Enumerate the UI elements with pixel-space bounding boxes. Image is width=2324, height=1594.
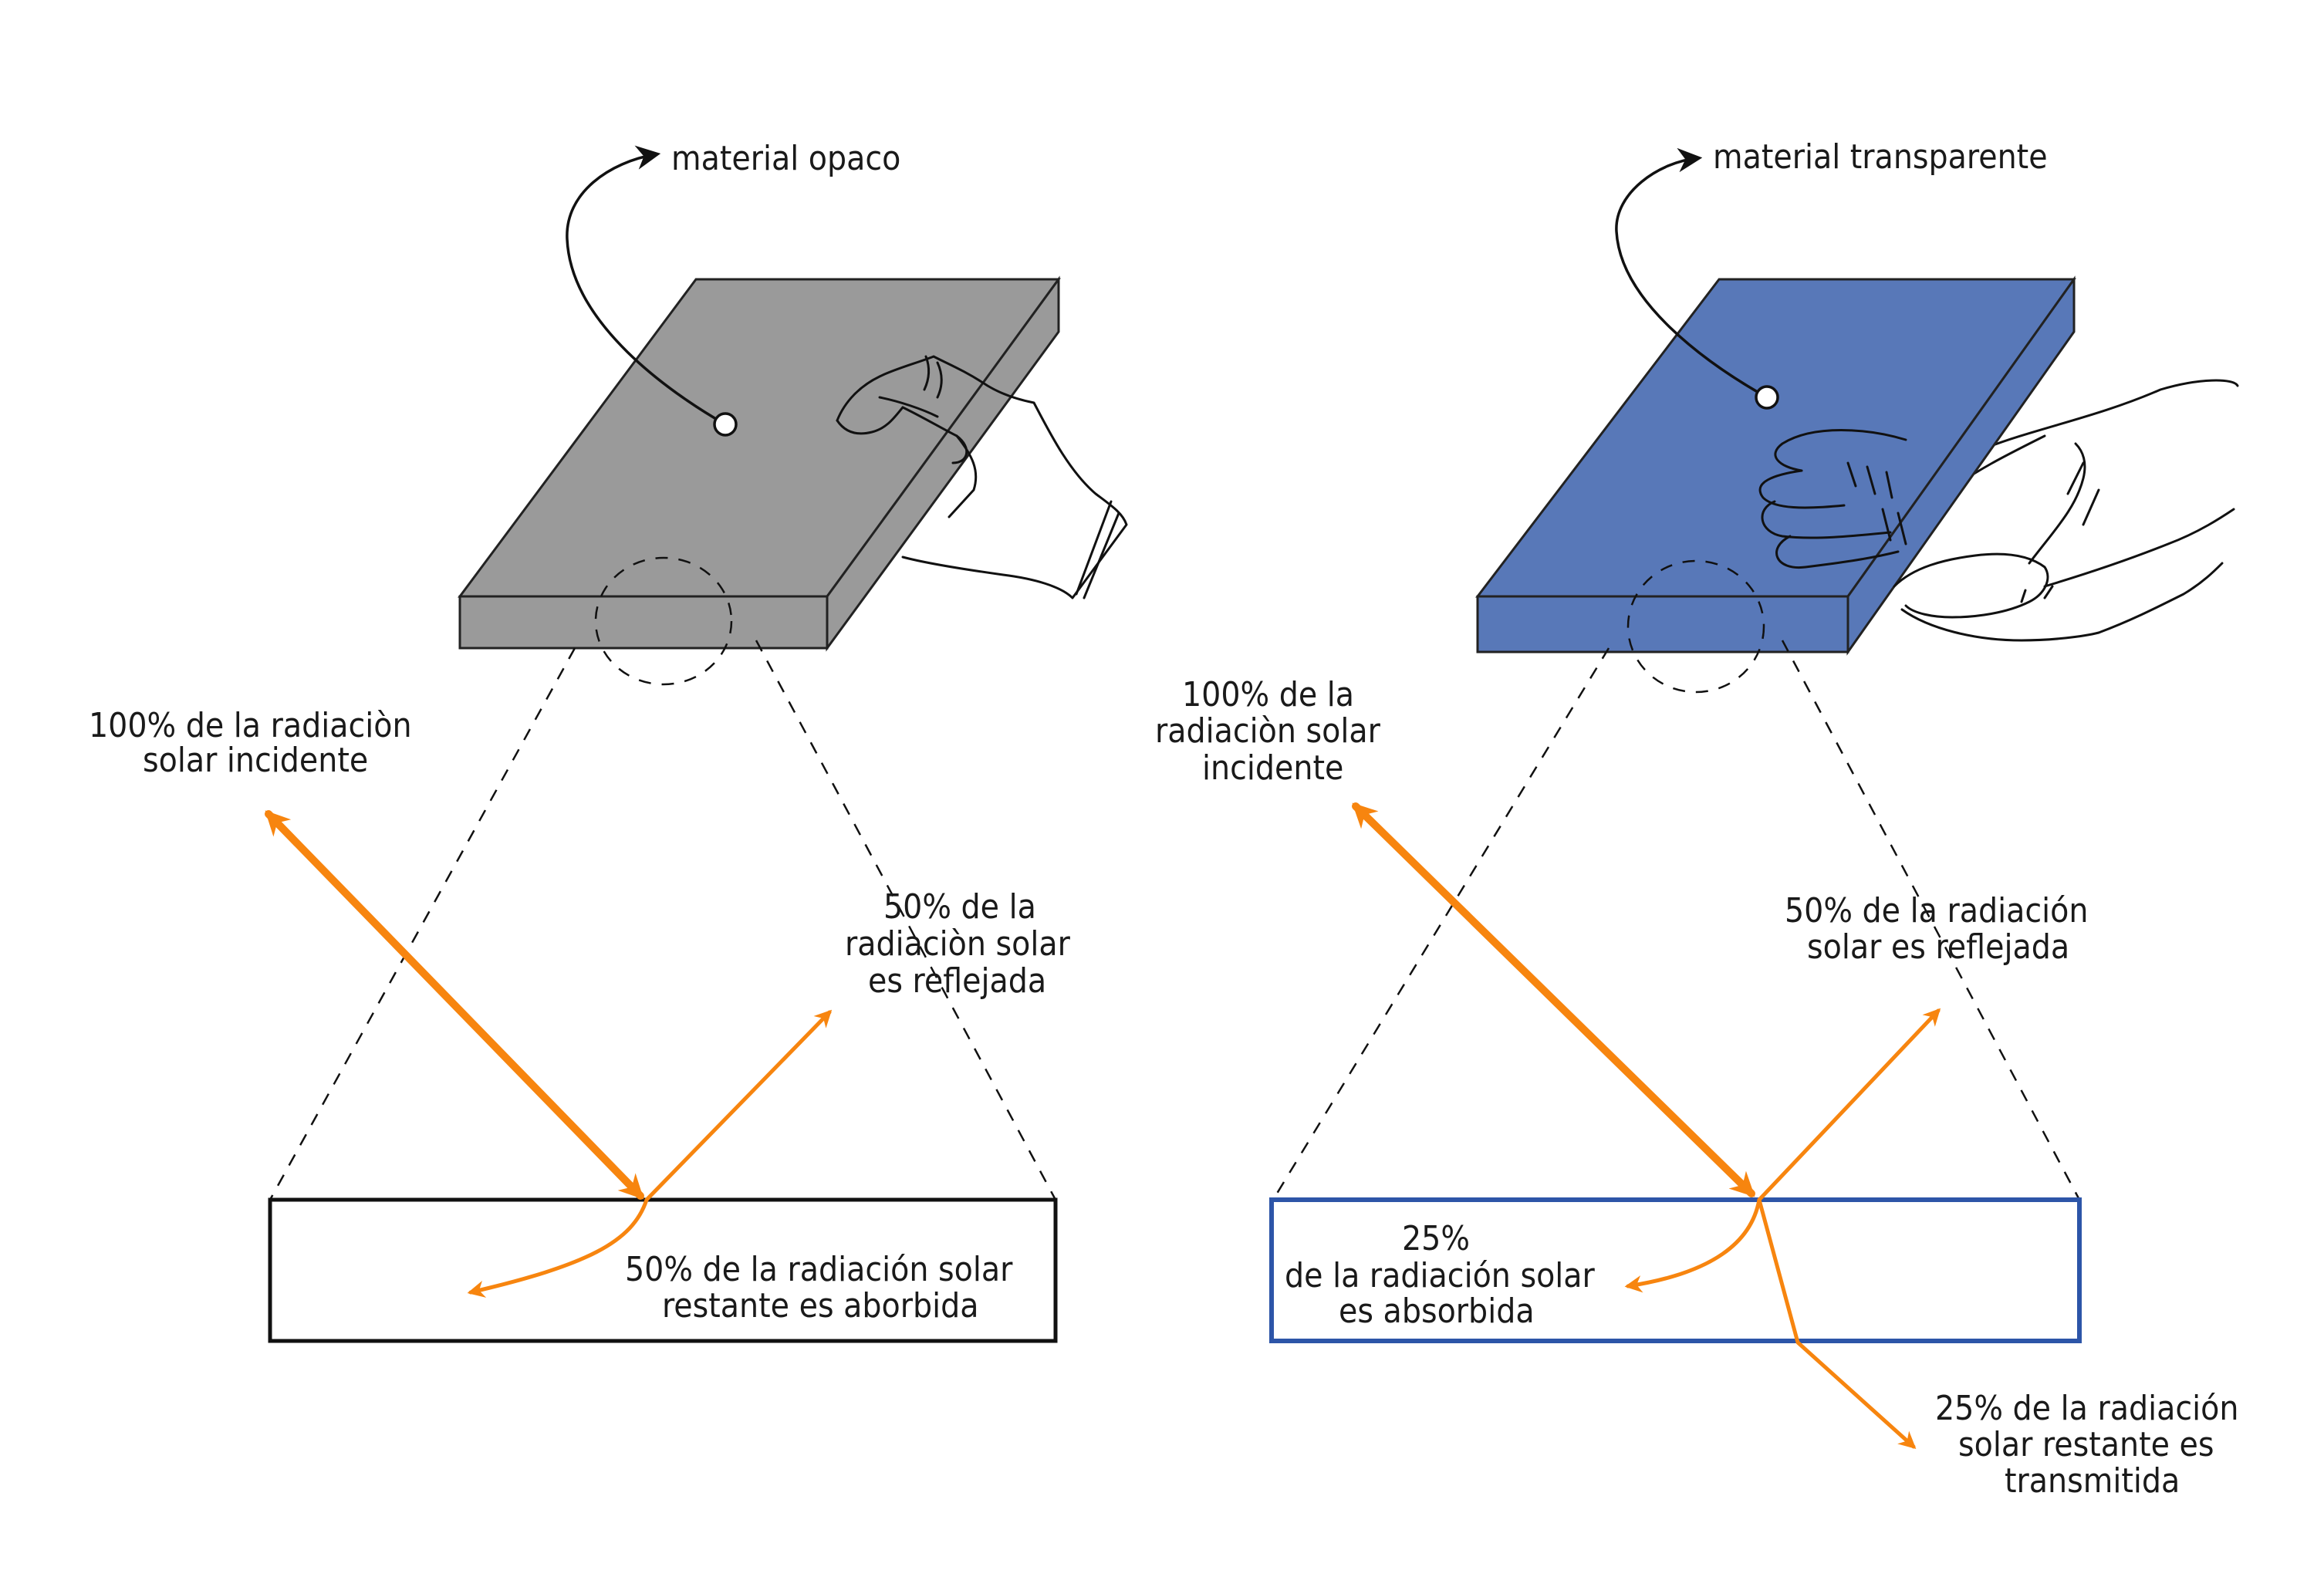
zoom-circle bbox=[594, 556, 733, 686]
opaque-incident-line1: 100% de la radiaciòn bbox=[89, 706, 412, 745]
material-pointer bbox=[566, 145, 738, 437]
material-point-marker bbox=[1755, 385, 1779, 410]
thumb-outside-glass bbox=[1893, 442, 2235, 642]
opaque-material-label: material opaco bbox=[671, 139, 900, 178]
hand-through-glass bbox=[1758, 429, 1907, 569]
zoom-guide-left bbox=[1272, 647, 1610, 1201]
transparent-incident-line2: radiaciòn solar bbox=[1155, 711, 1381, 751]
transparent-incident-line1: 100% de la bbox=[1182, 675, 1354, 714]
material-pointer bbox=[1615, 147, 1779, 410]
opaque-radiation-arrows bbox=[265, 810, 833, 1298]
transparent-transmitted-line3: transmitida bbox=[2005, 1461, 2180, 1501]
transparent-absorbed-line1: 25% bbox=[1402, 1219, 1470, 1258]
transparent-absorbed-line3: es absorbida bbox=[1339, 1292, 1535, 1331]
material-point-marker bbox=[713, 412, 738, 437]
incident-ray bbox=[1352, 802, 1755, 1197]
opaque-absorbed-line2: restante es aborbida bbox=[662, 1286, 979, 1326]
opaque-incident-line2: solar incidente bbox=[143, 741, 368, 780]
transparent-slab bbox=[1474, 275, 2076, 656]
transparent-material-label: material transparente bbox=[1713, 137, 2048, 177]
reflected-ray bbox=[1757, 1008, 1941, 1202]
zoom-circle bbox=[1626, 559, 1765, 694]
transparent-transmitted-line2: solar restante es bbox=[1958, 1425, 2214, 1464]
opaque-zoom-box bbox=[268, 1197, 1058, 1343]
transparent-reflected-line1: 50% de la radiación bbox=[1785, 891, 2088, 930]
transparent-reflected-line2: solar es reflejada bbox=[1807, 927, 2069, 967]
transparent-absorbed-line2: de la radiación solar bbox=[1285, 1256, 1596, 1295]
transparent-zoom-box bbox=[1269, 1197, 2082, 1343]
absorbed-ray bbox=[467, 1197, 649, 1298]
opaque-reflected-line3: es reflejada bbox=[868, 961, 1046, 1001]
absorbed-ray bbox=[1624, 1197, 1762, 1293]
opaque-reflected-line2: radiaciòn solar bbox=[845, 924, 1071, 964]
opaque-panel: material opaco 100% de la radiaciòn sola… bbox=[89, 139, 1128, 1343]
transparent-radiation-arrows bbox=[1352, 802, 1941, 1450]
reflected-ray bbox=[644, 1009, 833, 1202]
opaque-slab bbox=[458, 275, 1061, 652]
transparent-transmitted-line1: 25% de la radiación bbox=[1935, 1389, 2238, 1428]
hand-illustration bbox=[836, 355, 1128, 599]
transparent-incident-line3: incidente bbox=[1202, 748, 1343, 788]
incident-ray bbox=[265, 810, 644, 1200]
opaque-absorbed-line1: 50% de la radiación solar bbox=[625, 1250, 1013, 1289]
transparent-panel: material transparente 100% de la radiaci… bbox=[1155, 137, 2239, 1501]
transmitted-ray bbox=[1757, 1197, 1917, 1450]
opaque-reflected-line1: 50% de la bbox=[883, 887, 1036, 927]
